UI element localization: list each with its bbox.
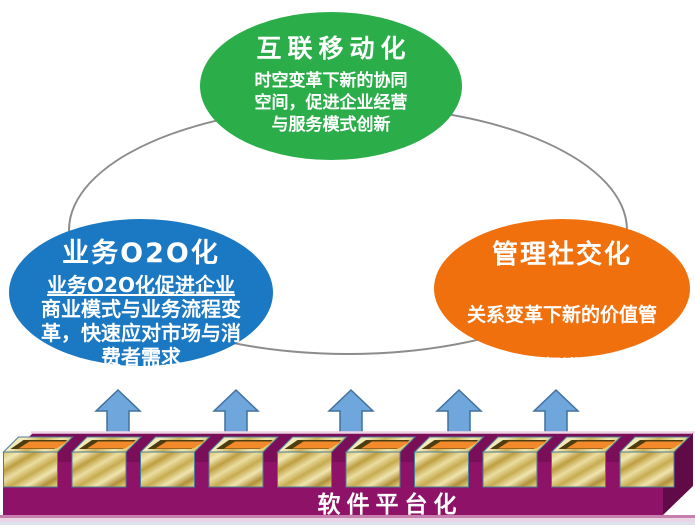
module-box <box>481 436 554 488</box>
body-line-2-underlined: 促进企业管理 <box>543 356 658 378</box>
module-box-front <box>414 451 469 488</box>
up-arrow <box>532 388 580 436</box>
platform-graphic <box>0 388 695 525</box>
module-box-opening <box>87 441 136 449</box>
module-box-front <box>551 451 606 488</box>
ellipse-management-social-title: 管理社交化 <box>491 240 632 270</box>
body-line-2-prefix: 理模式， <box>466 356 543 378</box>
module-box <box>618 436 691 488</box>
up-arrow <box>327 388 375 436</box>
module-box <box>207 436 280 488</box>
module-box <box>276 436 348 488</box>
body-underlined-line: 业务O2O化促进企业 <box>47 273 235 297</box>
module-box-front <box>345 451 401 488</box>
module-box-front <box>482 451 538 488</box>
ellipse-internet-mobile[interactable]: 互联移动化 时空变革下新的协同 空间，促进企业经营 与服务模式创新 <box>200 12 462 160</box>
body-line-2: 理模式，促进企业管理 <box>467 354 657 380</box>
body-line-1: 关系变革下新的价值管 <box>466 304 657 326</box>
ellipse-management-social[interactable]: 管理社交化 关系变革下新的价值管 理模式，促进企业管理 模式变革与创新 <box>434 219 690 430</box>
ellipse-internet-mobile-body: 时空变革下新的协同 空间，促进企业经营 与服务模式创新 <box>254 71 408 135</box>
module-box-opening <box>635 441 684 449</box>
up-arrows-group <box>94 388 580 436</box>
module-box-front <box>208 451 264 488</box>
up-arrow <box>212 388 260 436</box>
module-box-front <box>277 451 332 488</box>
ellipse-business-o2o[interactable]: 业务O2O化 业务O2O化促进企业商业模式与业务流程变 革，快速应对市场与消 费… <box>9 219 273 369</box>
module-boxes-group <box>2 436 691 488</box>
module-box <box>550 436 622 488</box>
ellipse-business-o2o-title: 业务O2O化 <box>62 238 220 269</box>
module-box-opening <box>429 441 479 449</box>
module-box-front <box>3 451 58 488</box>
module-box-opening <box>566 441 616 449</box>
platform-bottom-glow-2 <box>0 518 695 522</box>
up-arrow <box>94 388 142 436</box>
body-rest-lines: 商业模式与业务流程变 革，快速应对市场与消 费者需求 <box>41 297 241 369</box>
module-box-opening <box>361 441 410 449</box>
module-box-opening <box>224 441 273 449</box>
module-box-front <box>140 451 195 488</box>
platform-right-face <box>663 433 693 515</box>
module-box <box>70 436 143 488</box>
module-box <box>413 436 485 488</box>
module-box-opening <box>498 441 547 449</box>
module-box <box>139 436 211 488</box>
ellipse-business-o2o-body: 业务O2O化促进企业商业模式与业务流程变 革，快速应对市场与消 费者需求 <box>41 273 241 369</box>
module-box <box>344 436 417 488</box>
platform-bottom-glow-1 <box>0 515 695 518</box>
up-arrow <box>435 388 483 436</box>
module-box-opening <box>18 441 68 449</box>
module-box-front <box>619 451 675 488</box>
platform-bottom-glow-3 <box>0 522 695 525</box>
module-box-opening <box>155 441 205 449</box>
module-box-opening <box>292 441 342 449</box>
module-box <box>2 436 74 488</box>
module-box-front <box>71 451 127 488</box>
platform-label: 软件平台化 <box>317 492 463 518</box>
ellipse-internet-mobile-title: 互联移动化 <box>256 34 412 63</box>
